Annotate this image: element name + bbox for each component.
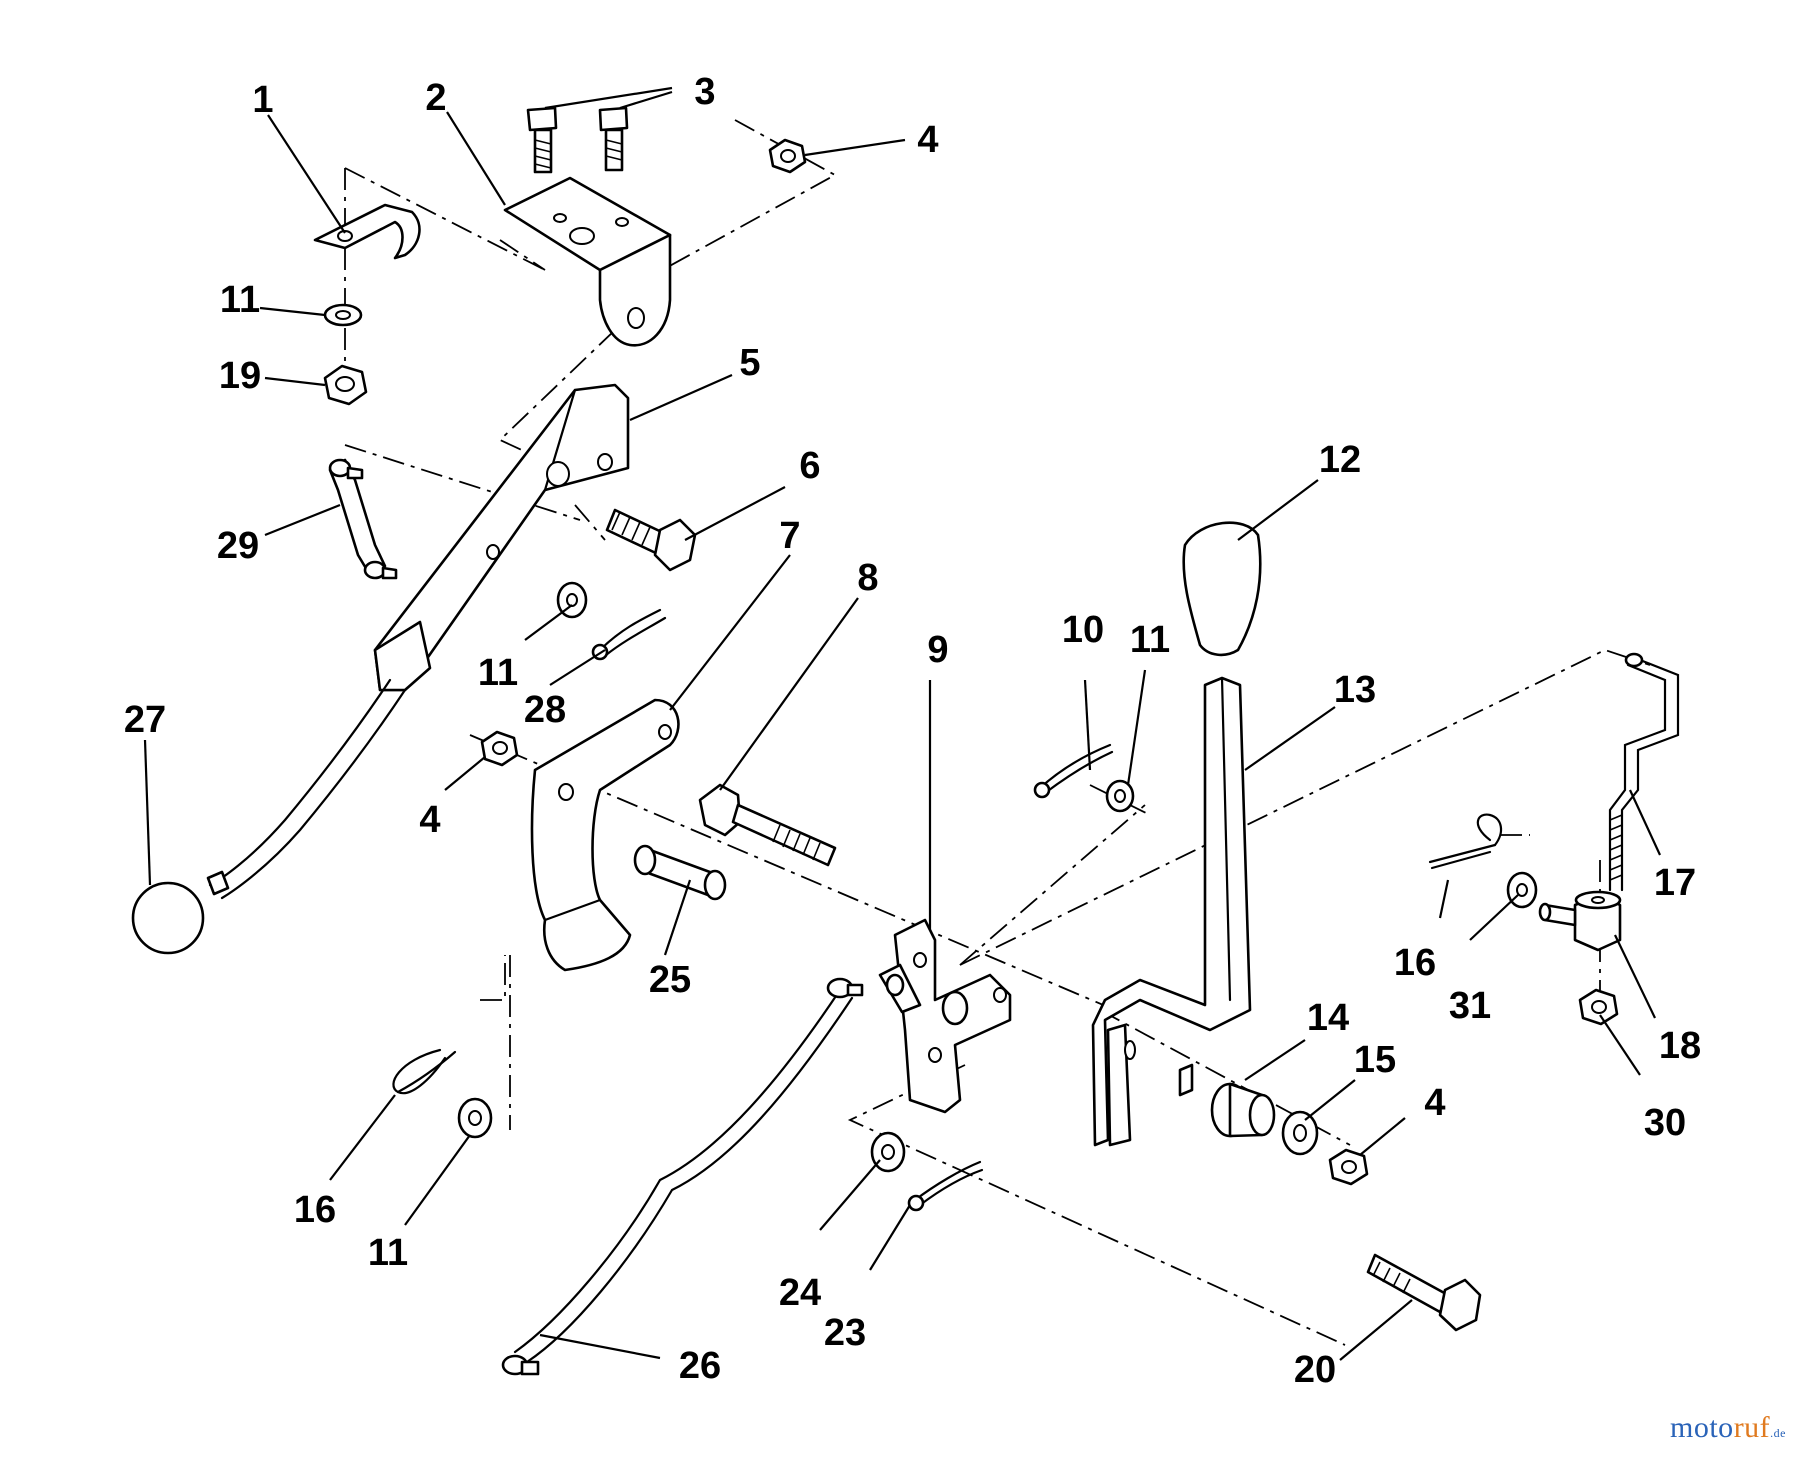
part-18-swivel	[1538, 890, 1622, 952]
part-12-handle-grip	[1182, 521, 1262, 657]
part-19-nut	[323, 364, 368, 406]
part-4-nut-right	[1328, 1148, 1369, 1186]
callout-29: 29	[217, 525, 259, 567]
callout-30: 30	[1644, 1102, 1686, 1144]
part-3-bolts	[526, 106, 629, 174]
callout-4b: 4	[419, 799, 440, 841]
part-15-washer	[1281, 1110, 1319, 1156]
callout-labels: 1 2 3 4 4 4 5 6 7 8 9 10 11 11 11 11 12 …	[124, 71, 1701, 1391]
part-6-bolt	[605, 508, 697, 572]
watermark-logo: motoruf.de	[1670, 1411, 1786, 1445]
part-30-nut	[1578, 988, 1619, 1026]
callout-10: 10	[1062, 609, 1104, 651]
part-27-knob	[131, 870, 230, 955]
callout-12: 12	[1319, 439, 1361, 481]
part-4-nut-left	[480, 730, 519, 767]
callout-4c: 4	[1424, 1082, 1445, 1124]
callout-20: 20	[1294, 1349, 1336, 1391]
part-17-rod	[1608, 652, 1680, 892]
callout-31: 31	[1449, 985, 1491, 1027]
assembly-guide-lines	[344, 119, 1651, 1346]
part-20-bolt	[1366, 1253, 1482, 1332]
callout-15: 15	[1354, 1039, 1396, 1081]
part-23-cotter-pin	[907, 1160, 984, 1212]
part-9-pivot-plate	[878, 918, 1012, 1114]
callout-19: 19	[219, 355, 261, 397]
part-26-rod	[501, 977, 864, 1376]
part-16-hairpin-right	[1428, 813, 1503, 870]
part-25-spacer	[633, 844, 727, 901]
callout-11c: 11	[1130, 619, 1170, 661]
callout-26: 26	[679, 1345, 721, 1387]
part-5-lever-arm	[208, 383, 630, 900]
callout-8: 8	[857, 557, 878, 599]
watermark-part-1: moto	[1670, 1411, 1734, 1444]
callout-2: 2	[425, 77, 446, 119]
callout-3: 3	[694, 71, 715, 113]
part-11-washers	[323, 303, 1135, 1139]
callout-27: 27	[124, 699, 166, 741]
part-7-plate	[530, 698, 680, 972]
callout-11d: 11	[368, 1232, 408, 1274]
watermark-part-2: ruf	[1733, 1411, 1771, 1444]
callout-23: 23	[824, 1312, 866, 1354]
callout-7: 7	[779, 515, 800, 557]
part-14-bushing	[1210, 1082, 1276, 1138]
callout-6: 6	[799, 445, 820, 487]
callout-9: 9	[927, 629, 948, 671]
part-13-shift-lever	[1091, 676, 1252, 1147]
callout-1: 1	[252, 79, 273, 121]
part-16-hairpin-left	[392, 1048, 457, 1095]
part-8-bolt	[698, 783, 837, 867]
callout-14: 14	[1307, 997, 1349, 1039]
part-4-nut-top	[768, 138, 807, 174]
callout-17: 17	[1654, 862, 1696, 904]
callout-16b: 16	[1394, 942, 1436, 984]
callout-16a: 16	[294, 1189, 336, 1231]
callout-28: 28	[524, 689, 566, 731]
callout-4a: 4	[917, 119, 938, 161]
callout-13: 13	[1334, 669, 1376, 711]
watermark-part-3: .de	[1770, 1426, 1786, 1440]
part-10-cotter-pin	[1033, 743, 1114, 799]
callout-24: 24	[779, 1272, 821, 1314]
callout-5: 5	[739, 342, 760, 384]
callout-11b: 11	[478, 652, 518, 694]
part-29-link	[328, 458, 398, 580]
callout-25: 25	[649, 959, 691, 1001]
leader-lines	[143, 86, 1661, 1361]
callout-18: 18	[1659, 1025, 1701, 1067]
callout-11a: 11	[220, 279, 260, 321]
part-2-bracket	[503, 176, 672, 347]
